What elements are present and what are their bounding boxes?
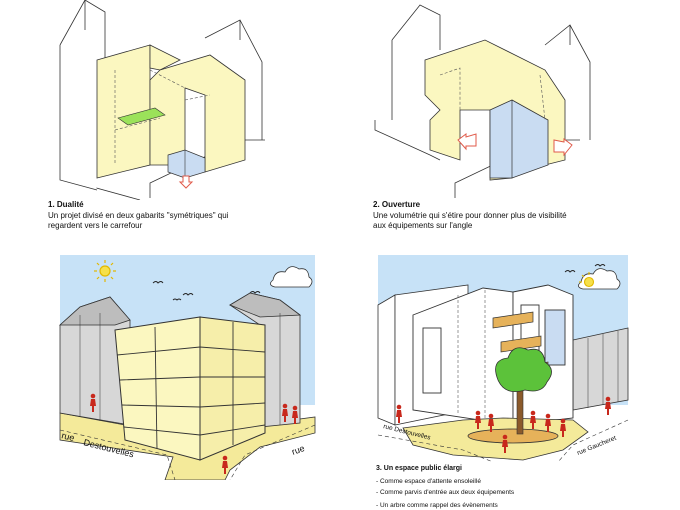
volume-right	[149, 54, 246, 173]
main-buildings	[412, 284, 574, 426]
sun-icon	[579, 272, 595, 288]
panel3-bullets: - Comme espace d'attente ensoleillé - Co…	[376, 476, 514, 510]
pedestrians	[396, 396, 611, 453]
diagram-duality	[59, 0, 265, 200]
street-label-rue-right: rue	[290, 443, 306, 457]
volume-blue-core	[489, 99, 549, 179]
perspective-plaza: rue Destouvelles rue Gaucheret	[377, 255, 629, 465]
entrance-arrow	[178, 175, 194, 189]
list-item: - Un arbre comme rappel des évènements	[376, 502, 498, 509]
right-neighbour	[572, 327, 629, 411]
birds-icon	[152, 281, 261, 301]
panel3-title: 3. Un espace public élargi	[376, 465, 462, 472]
sun-icon	[94, 260, 116, 282]
panel2-description: Une volumétrie qui s'étire pour donner p…	[373, 211, 567, 230]
left-neighbour	[58, 296, 131, 426]
pedestrians	[90, 393, 298, 474]
central-block	[114, 316, 266, 461]
blue-entrance	[167, 149, 206, 179]
street-label-rue-left: rue	[61, 430, 76, 443]
panel1-title: 1. Dualité	[48, 200, 84, 209]
tree-bench	[467, 428, 559, 444]
perspective-street: rue Destouvelles rue	[58, 255, 316, 480]
birds-icon	[564, 264, 606, 273]
tree-icon	[495, 347, 552, 435]
green-slab	[117, 107, 166, 126]
diagram-opening	[374, 4, 591, 198]
list-item: - Comme parvis d'entrée aux deux équipem…	[376, 489, 515, 496]
list-item: - Comme espace d'attente ensoleillé	[376, 478, 481, 485]
panel1-description: Un projet divisé en deux gabarits "symét…	[48, 211, 229, 230]
right-arrow	[553, 138, 573, 157]
cloud-icon	[270, 266, 313, 288]
left-arrow	[457, 133, 477, 151]
panel2-title: 2. Ouverture	[373, 200, 421, 209]
